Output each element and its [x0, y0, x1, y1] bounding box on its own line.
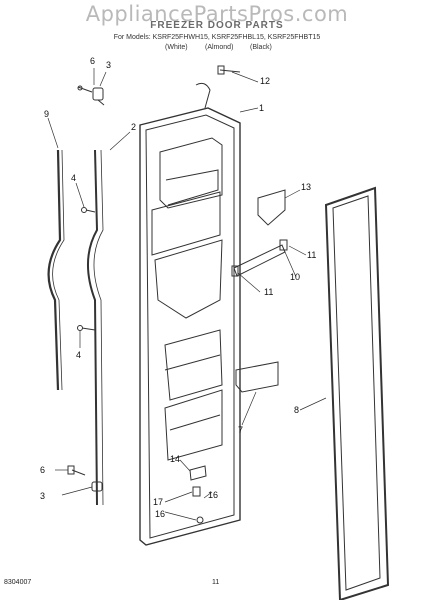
page-number: 11 — [212, 579, 220, 586]
part-12-harness — [195, 82, 211, 109]
callout-14: 14 — [170, 454, 180, 464]
callout-17: 17 — [153, 497, 163, 507]
callout-3-bottom: 3 — [40, 491, 45, 501]
callout-9: 9 — [44, 109, 49, 119]
callout-12: 12 — [260, 76, 270, 86]
callout-13: 13 — [301, 182, 311, 192]
diagram-title: FREEZER DOOR PARTS — [150, 20, 284, 31]
callout-6-top: 6 — [90, 56, 95, 66]
callout-8: 8 — [294, 405, 299, 415]
part-4-screw-lower — [77, 325, 96, 331]
callout-11-lower: 11 — [264, 287, 273, 297]
part-7-bin — [235, 361, 279, 393]
callout-3-top: 3 — [106, 60, 111, 70]
callout-4-lower: 4 — [76, 350, 81, 360]
part-6-screw-bottom — [67, 465, 86, 476]
callout-6-bottom: 6 — [40, 465, 45, 475]
color-black: (Black) — [250, 44, 272, 51]
color-white: (White) — [165, 44, 188, 51]
callout-2: 2 — [131, 122, 136, 132]
part-17-bushing — [192, 486, 201, 497]
color-almond: (Almond) — [205, 44, 234, 51]
callout-16-right: 16 — [208, 490, 218, 500]
part-11-cap-lower — [231, 265, 239, 277]
part-11-cap-upper — [279, 239, 288, 251]
callout-11-upper: 11 — [307, 250, 316, 260]
part-13-chute — [257, 189, 286, 226]
part-6-screw-top — [77, 85, 93, 93]
part-9-strip — [47, 149, 62, 391]
callout-16-left: 16 — [155, 509, 165, 519]
watermark: AppliancePartsPros.com — [85, 2, 349, 26]
part-10-rail — [233, 244, 286, 277]
part-3-bracket-bottom — [91, 481, 103, 492]
part-3-bracket-top — [92, 87, 105, 106]
doc-number: 8304007 — [4, 579, 32, 586]
callout-7: 7 — [238, 425, 243, 435]
part-2-bracket — [86, 149, 99, 506]
model-list: For Models: KSRF25FHWH15, KSRF25FHBL15, … — [113, 34, 321, 41]
part-16-screw — [196, 516, 204, 524]
callout-4-upper: 4 — [71, 173, 76, 183]
callout-10: 10 — [290, 272, 300, 282]
part-4-screw-upper — [81, 207, 96, 213]
part-8-gasket — [324, 186, 390, 600]
part-14-hinge — [189, 465, 207, 481]
part-1-door-panel — [139, 107, 241, 546]
callout-1: 1 — [259, 103, 264, 113]
